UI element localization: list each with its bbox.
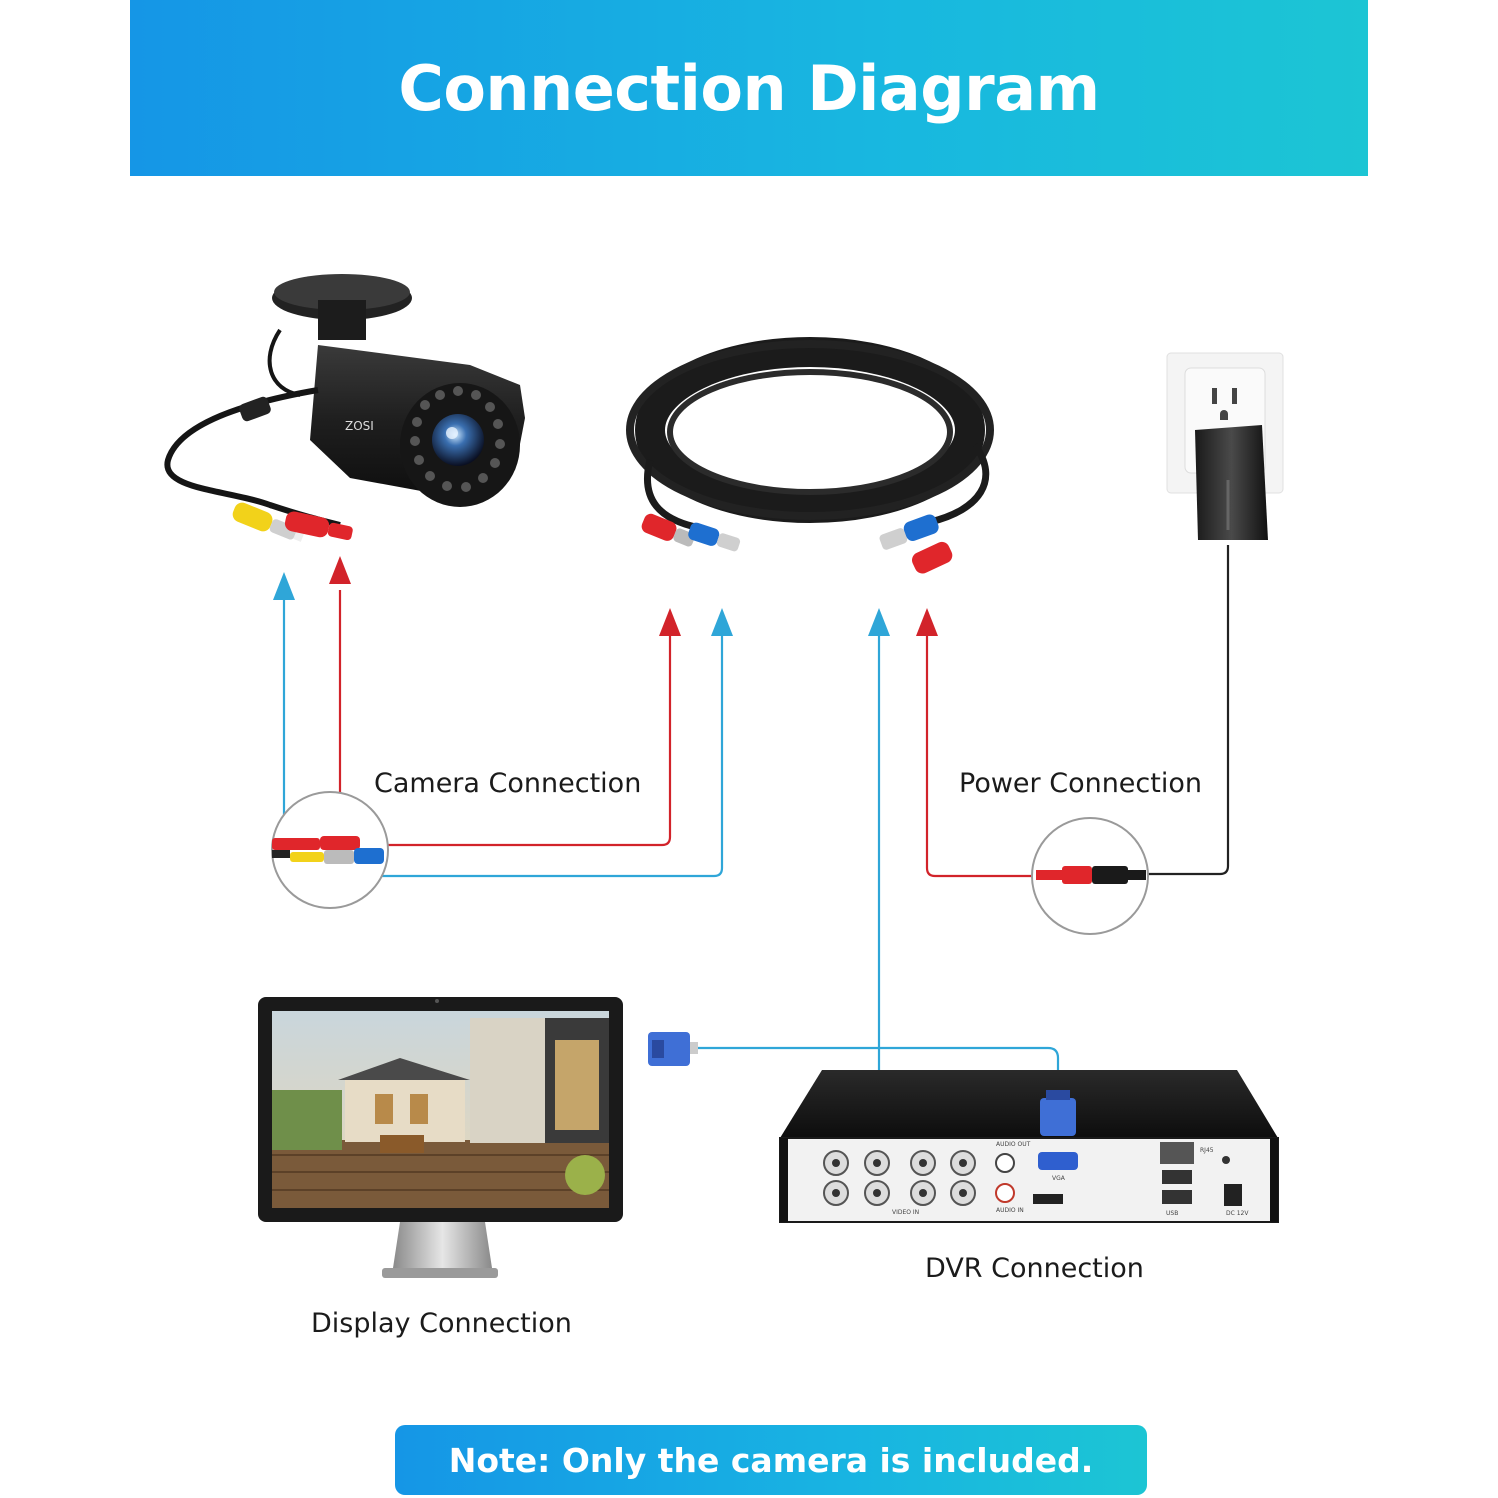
dvr-usb-label: USB <box>1166 1210 1178 1217</box>
camera-connection-label: Camera Connection <box>374 768 642 799</box>
camera-image: ZOSI <box>164 274 525 542</box>
note-banner: Note: Only the camera is included. <box>395 1425 1147 1495</box>
power-connection-label: Power Connection <box>959 768 1202 799</box>
camera-brand-logo: ZOSI <box>345 419 374 433</box>
extension-cable-image <box>626 337 994 574</box>
power-connection-black-line <box>1145 545 1230 876</box>
power-connection-red-line <box>925 630 1040 878</box>
vga-connection-line <box>690 1046 1060 1100</box>
power-connector-zoom <box>1031 817 1149 935</box>
page-title: Connection Diagram <box>398 51 1100 125</box>
header-banner: Connection Diagram <box>130 0 1368 176</box>
note-text: Note: Only the camera is included. <box>448 1440 1094 1480</box>
display-connection-label: Display Connection <box>311 1308 572 1339</box>
dvr-vga-label: VGA <box>1052 1175 1066 1182</box>
dvr-audio-in-label: AUDIO IN <box>996 1207 1024 1214</box>
camera-connection-blue-line <box>380 630 724 878</box>
dvr-audio-out-label: AUDIO OUT <box>996 1141 1031 1148</box>
camera-connector-zoom <box>271 791 389 909</box>
monitor-image <box>258 997 698 1278</box>
dvr-video-in-label: VIDEO IN <box>892 1209 919 1216</box>
dvr-image: AUDIO OUT AUDIO IN VGA VIDEO IN RJ45 DC … <box>779 1070 1279 1223</box>
arrowheads <box>273 556 938 636</box>
dvr-rj45-label: RJ45 <box>1200 1147 1214 1154</box>
power-adapter-image <box>1166 352 1284 540</box>
dvr-connection-label: DVR Connection <box>925 1253 1144 1284</box>
dvr-dc-label: DC 12V <box>1226 1210 1249 1217</box>
camera-connection-red-line <box>380 630 672 847</box>
